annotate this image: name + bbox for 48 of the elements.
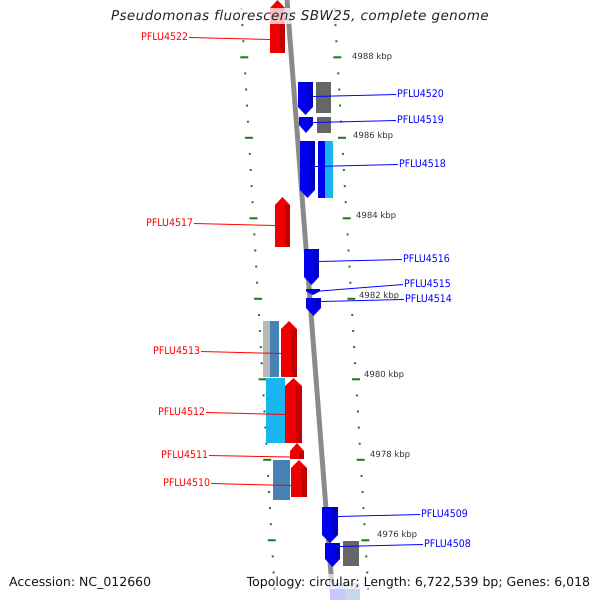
leader-line <box>188 37 270 40</box>
gene-label: PFLU4522 <box>141 31 188 44</box>
scale-label: 4978 kbp <box>370 450 410 460</box>
leader-line <box>320 284 404 292</box>
scale-label: 4976 kbp <box>377 530 418 540</box>
gene-label: PFLU4520 <box>397 88 444 101</box>
gene-feature <box>281 321 297 377</box>
scale-label: 4980 kbp <box>364 370 404 380</box>
leader-line <box>208 455 290 458</box>
gene-feature <box>306 298 321 316</box>
scale-label: 4984 kbp <box>356 211 396 221</box>
leader-line <box>210 483 292 486</box>
scale-label: 4986 kbp <box>353 131 394 141</box>
gene-label: PFLU4508 <box>424 538 471 551</box>
gene-feature <box>299 117 313 133</box>
gene-feature <box>322 507 338 543</box>
leader-line <box>338 514 420 517</box>
leader-line <box>340 544 424 547</box>
leader-line <box>200 351 282 354</box>
gene-label: PFLU4518 <box>399 158 446 171</box>
gene-label: PFLU4511 <box>161 449 208 462</box>
info-text: Topology: circular; Length: 6,722,539 bp; Genes: 6,018 <box>246 574 590 589</box>
gene-label: PFLU4513 <box>153 345 200 358</box>
leader-line <box>312 94 396 97</box>
gene-feature <box>306 289 320 295</box>
scale-label: 4982 kbp <box>359 291 400 301</box>
info-text: Accession: NC_012660 <box>9 574 152 589</box>
leader-line <box>312 120 396 123</box>
leader-line <box>318 259 402 262</box>
leader-line <box>320 299 404 302</box>
gene-label: PFLU4515 <box>404 278 451 291</box>
gene-feature <box>298 82 313 115</box>
gene-feature <box>290 443 304 459</box>
leader-line <box>314 164 398 167</box>
gene-label: PFLU4514 <box>405 293 452 306</box>
gene-feature <box>300 141 315 198</box>
gene-label: PFLU4509 <box>421 508 468 521</box>
leader-line <box>194 223 276 226</box>
gene-label: PFLU4517 <box>146 217 193 230</box>
gene-feature <box>304 249 319 285</box>
leader-line <box>206 412 286 415</box>
scale-label: 4988 kbp <box>352 52 392 62</box>
gene-feature <box>325 543 340 567</box>
gene-label: PFLU4519 <box>397 114 444 127</box>
gene-feature <box>275 197 290 247</box>
gene-label: PFLU4510 <box>163 477 210 490</box>
gene-label: PFLU4512 <box>158 406 205 419</box>
gene-label: PFLU4516 <box>403 253 450 266</box>
